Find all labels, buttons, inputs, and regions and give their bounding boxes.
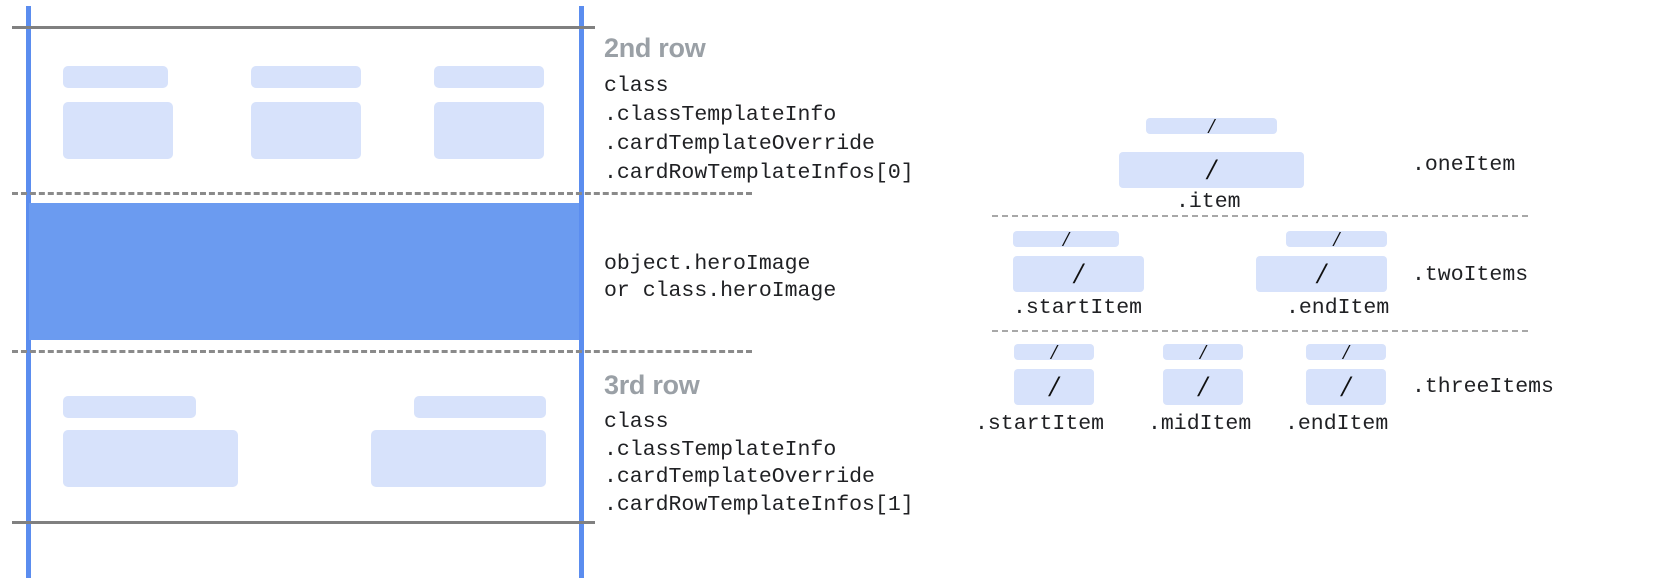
second-row-value-placeholder-1 [63,102,173,159]
slash-glyph: / [1200,339,1206,364]
one-item-group-divider [992,215,1528,217]
one-item-slot-caption: .item [1176,190,1241,214]
hero-image-code-line-1: object.heroImage [604,252,811,276]
three-items-start-value-slot: / [1014,369,1094,405]
second-row-code-line-2: .classTemplateInfo [604,103,837,127]
three-items-start-caption: .startItem [975,412,1105,436]
third-row-code-line-1: class [604,410,669,434]
card-right-edge-guide [579,6,584,578]
two-items-group-divider [992,330,1528,332]
second-row-bottom-divider [12,192,752,195]
second-row-label-placeholder-1 [63,66,168,88]
slash-glyph: / [1198,370,1208,403]
card-bottom-rule [12,521,595,524]
hero-image-code-line-2: or class.heroImage [604,279,837,303]
two-items-group-label: .twoItems [1412,263,1529,287]
three-items-mid-caption: .midItem [1148,412,1252,436]
three-items-end-label-slot: / [1306,339,1386,364]
one-item-value-slot: / [1119,152,1304,188]
third-row-code-line-4: .cardRowTemplateInfos[1] [604,493,914,517]
third-row-code-line-3: .cardTemplateOverride [604,465,875,489]
two-items-end-caption: .endItem [1286,296,1390,320]
card-top-rule [12,26,595,29]
second-row-value-placeholder-3 [434,102,544,159]
third-row-value-placeholder-2 [371,430,546,487]
third-row-label-placeholder-1 [63,396,196,418]
second-row-code-line-4: .cardRowTemplateInfos[0] [604,161,914,185]
one-item-group-label: .oneItem [1412,153,1516,177]
slash-glyph: / [1343,339,1349,364]
third-row-code-line-2: .classTemplateInfo [604,438,837,462]
slash-glyph: / [1208,113,1215,138]
one-item-label-slot: / [1146,113,1277,138]
third-row-label-placeholder-2 [414,396,546,418]
second-row-title: 2nd row [604,33,706,63]
second-row-code-line-1: class [604,74,669,98]
slash-glyph: / [1317,257,1326,290]
three-items-mid-label-slot: / [1163,339,1243,364]
second-row-value-placeholder-2 [251,102,361,159]
two-items-end-value-slot: / [1256,256,1387,292]
slash-glyph: / [1051,339,1057,364]
slash-glyph: / [1074,257,1083,290]
hero-image-region [29,203,579,340]
third-row-title: 3rd row [604,370,700,400]
second-row-code-line-3: .cardTemplateOverride [604,132,875,156]
two-items-start-value-slot: / [1013,256,1144,292]
slash-glyph: / [1049,370,1059,403]
slash-glyph: / [1063,226,1069,251]
hero-bottom-divider [12,350,752,353]
slash-glyph: / [1341,370,1351,403]
two-items-end-label-slot: / [1286,226,1387,251]
slash-glyph: / [1207,153,1216,186]
card-left-edge-guide [26,6,31,578]
second-row-label-placeholder-3 [434,66,544,88]
two-items-start-caption: .startItem [1013,296,1143,320]
second-row-label-placeholder-2 [251,66,361,88]
third-row-value-placeholder-1 [63,430,238,487]
three-items-group-label: .threeItems [1412,375,1554,399]
slash-glyph: / [1333,226,1340,251]
three-items-end-caption: .endItem [1285,412,1389,436]
three-items-end-value-slot: / [1306,369,1386,405]
three-items-mid-value-slot: / [1163,369,1243,405]
three-items-start-label-slot: / [1014,339,1094,364]
two-items-start-label-slot: / [1013,226,1119,251]
